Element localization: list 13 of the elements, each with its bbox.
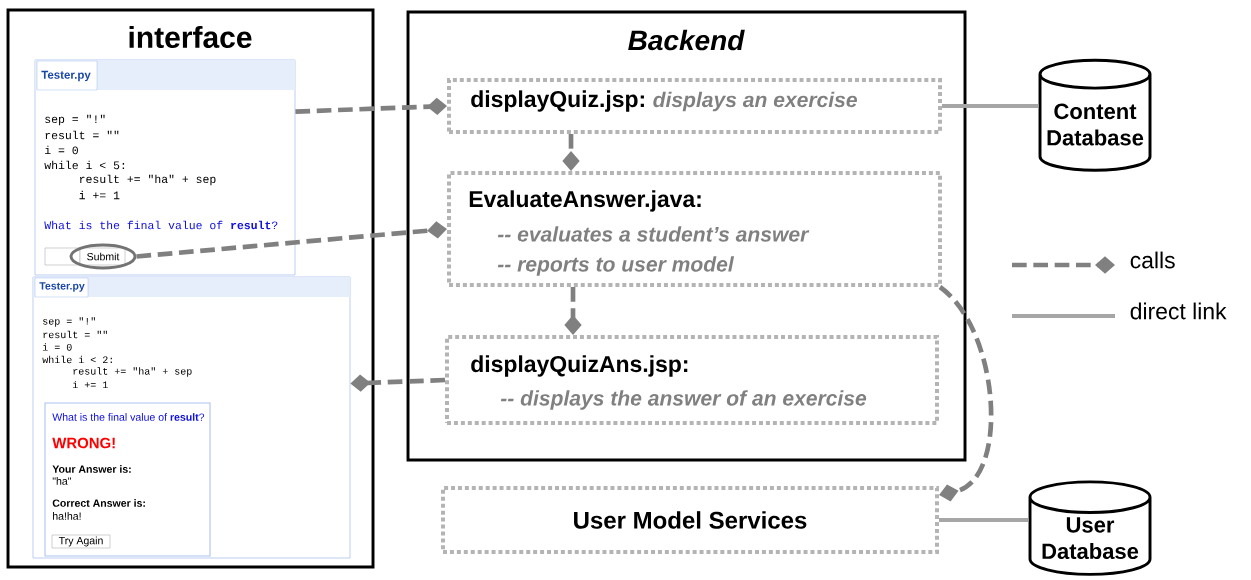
try-again-button: Try Again bbox=[51, 534, 111, 549]
arrow bbox=[938, 285, 994, 502]
connector-line bbox=[939, 518, 1029, 522]
process-box: displayQuizAns.jsp: -- displays the answer of an exercise bbox=[445, 335, 939, 425]
database-cylinder: Content Database bbox=[1038, 58, 1152, 172]
connector-line bbox=[942, 104, 1039, 108]
submit-button: Submit bbox=[69, 243, 137, 270]
process-box: displayQuiz.jsp: displays an exercise bbox=[447, 78, 942, 134]
database-cylinder: User Database bbox=[1028, 480, 1152, 576]
process-box: User Model Services bbox=[441, 486, 939, 554]
legend-label: calls bbox=[1130, 251, 1175, 269]
legend-label: direct link bbox=[1130, 302, 1227, 320]
process-box: EvaluateAnswer.java: -- evaluates a student’s answer -- reports to user model bbox=[447, 171, 942, 287]
